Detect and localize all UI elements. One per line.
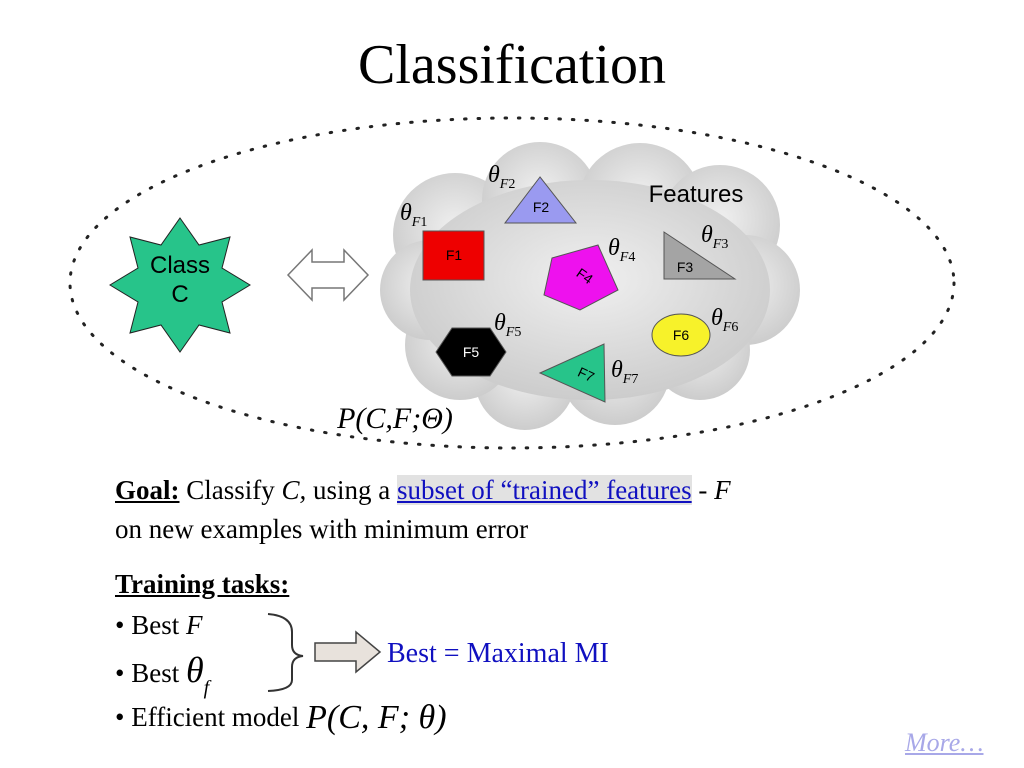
training-item-2-theta: θ bbox=[185, 650, 204, 690]
feature-f3-label: F3 bbox=[677, 259, 694, 275]
feature-f7-shape bbox=[538, 343, 606, 403]
goal-highlight-link[interactable]: subset of “trained” features bbox=[397, 475, 692, 505]
feature-f4-label: F4 bbox=[574, 265, 597, 288]
training-title: Training tasks: bbox=[115, 569, 290, 599]
goal-var-c: C, bbox=[281, 475, 307, 505]
class-star bbox=[109, 217, 251, 353]
theta-f1-label: θF1 bbox=[400, 200, 427, 230]
feature-f1-shape bbox=[422, 230, 485, 281]
training-item-1: • Best F bbox=[115, 609, 202, 641]
theta-f4-label: θF4 bbox=[608, 235, 635, 265]
theta-f5-label: θF5 bbox=[494, 310, 521, 340]
goal-var-f: F bbox=[714, 475, 731, 505]
feature-f7-label: F7 bbox=[575, 364, 597, 385]
training-item-2: • Best θf bbox=[115, 652, 209, 699]
training-item-3: • Efficient model P(C, F; θ) bbox=[115, 699, 447, 736]
slide-title: Classification bbox=[358, 34, 666, 96]
class-label-line2: C bbox=[171, 281, 188, 308]
training-item-1-var: F bbox=[185, 610, 203, 640]
goal-label: Goal: bbox=[115, 475, 180, 505]
feature-f6-shape bbox=[651, 313, 711, 357]
double-arrow bbox=[286, 248, 370, 302]
theta-f2-label: θF2 bbox=[488, 162, 515, 192]
joint-formula: P(C,F;Θ) bbox=[336, 402, 453, 435]
training-item-2-sub: f bbox=[203, 677, 210, 699]
goal-text-3: - bbox=[691, 475, 715, 505]
bullet: • bbox=[115, 610, 125, 640]
best-maximal-mi: Best = Maximal MI bbox=[387, 638, 609, 669]
feature-f4-shape bbox=[543, 244, 619, 311]
theta-f7-label: θF7 bbox=[611, 357, 638, 387]
training-item-3-formula: P(C, F; θ) bbox=[306, 699, 447, 736]
dotted-ellipse bbox=[68, 116, 956, 450]
feature-f6-label: F6 bbox=[673, 327, 690, 343]
training-item-1-text: Best bbox=[131, 610, 186, 640]
training-item-3-text: Efficient model bbox=[131, 702, 307, 732]
class-label-line1: Class bbox=[150, 252, 210, 279]
theta-f3-label: θF3 bbox=[701, 222, 728, 252]
feature-f1-label: F1 bbox=[446, 247, 463, 263]
feature-f3-shape bbox=[663, 231, 737, 280]
more-link[interactable]: More… bbox=[905, 728, 984, 757]
feature-f5-label: F5 bbox=[463, 344, 480, 360]
goal-text-2: using a bbox=[306, 475, 398, 505]
feature-f2-shape bbox=[503, 176, 578, 224]
result-arrow bbox=[314, 630, 382, 674]
goal-line-2: on new examples with minimum error bbox=[115, 514, 529, 544]
goal-line-1: Goal: Classify C, using a subset of “tra… bbox=[115, 474, 731, 506]
feature-f5-shape bbox=[435, 327, 507, 377]
theta-f6-label: θF6 bbox=[711, 305, 738, 335]
bullet: • bbox=[115, 702, 125, 732]
training-brace bbox=[267, 613, 304, 692]
goal-text-1: Classify bbox=[179, 475, 282, 505]
feature-f2-label: F2 bbox=[533, 199, 550, 215]
bullet: • bbox=[115, 658, 125, 688]
features-label: Features bbox=[649, 181, 744, 208]
training-item-2-text: Best bbox=[131, 658, 186, 688]
